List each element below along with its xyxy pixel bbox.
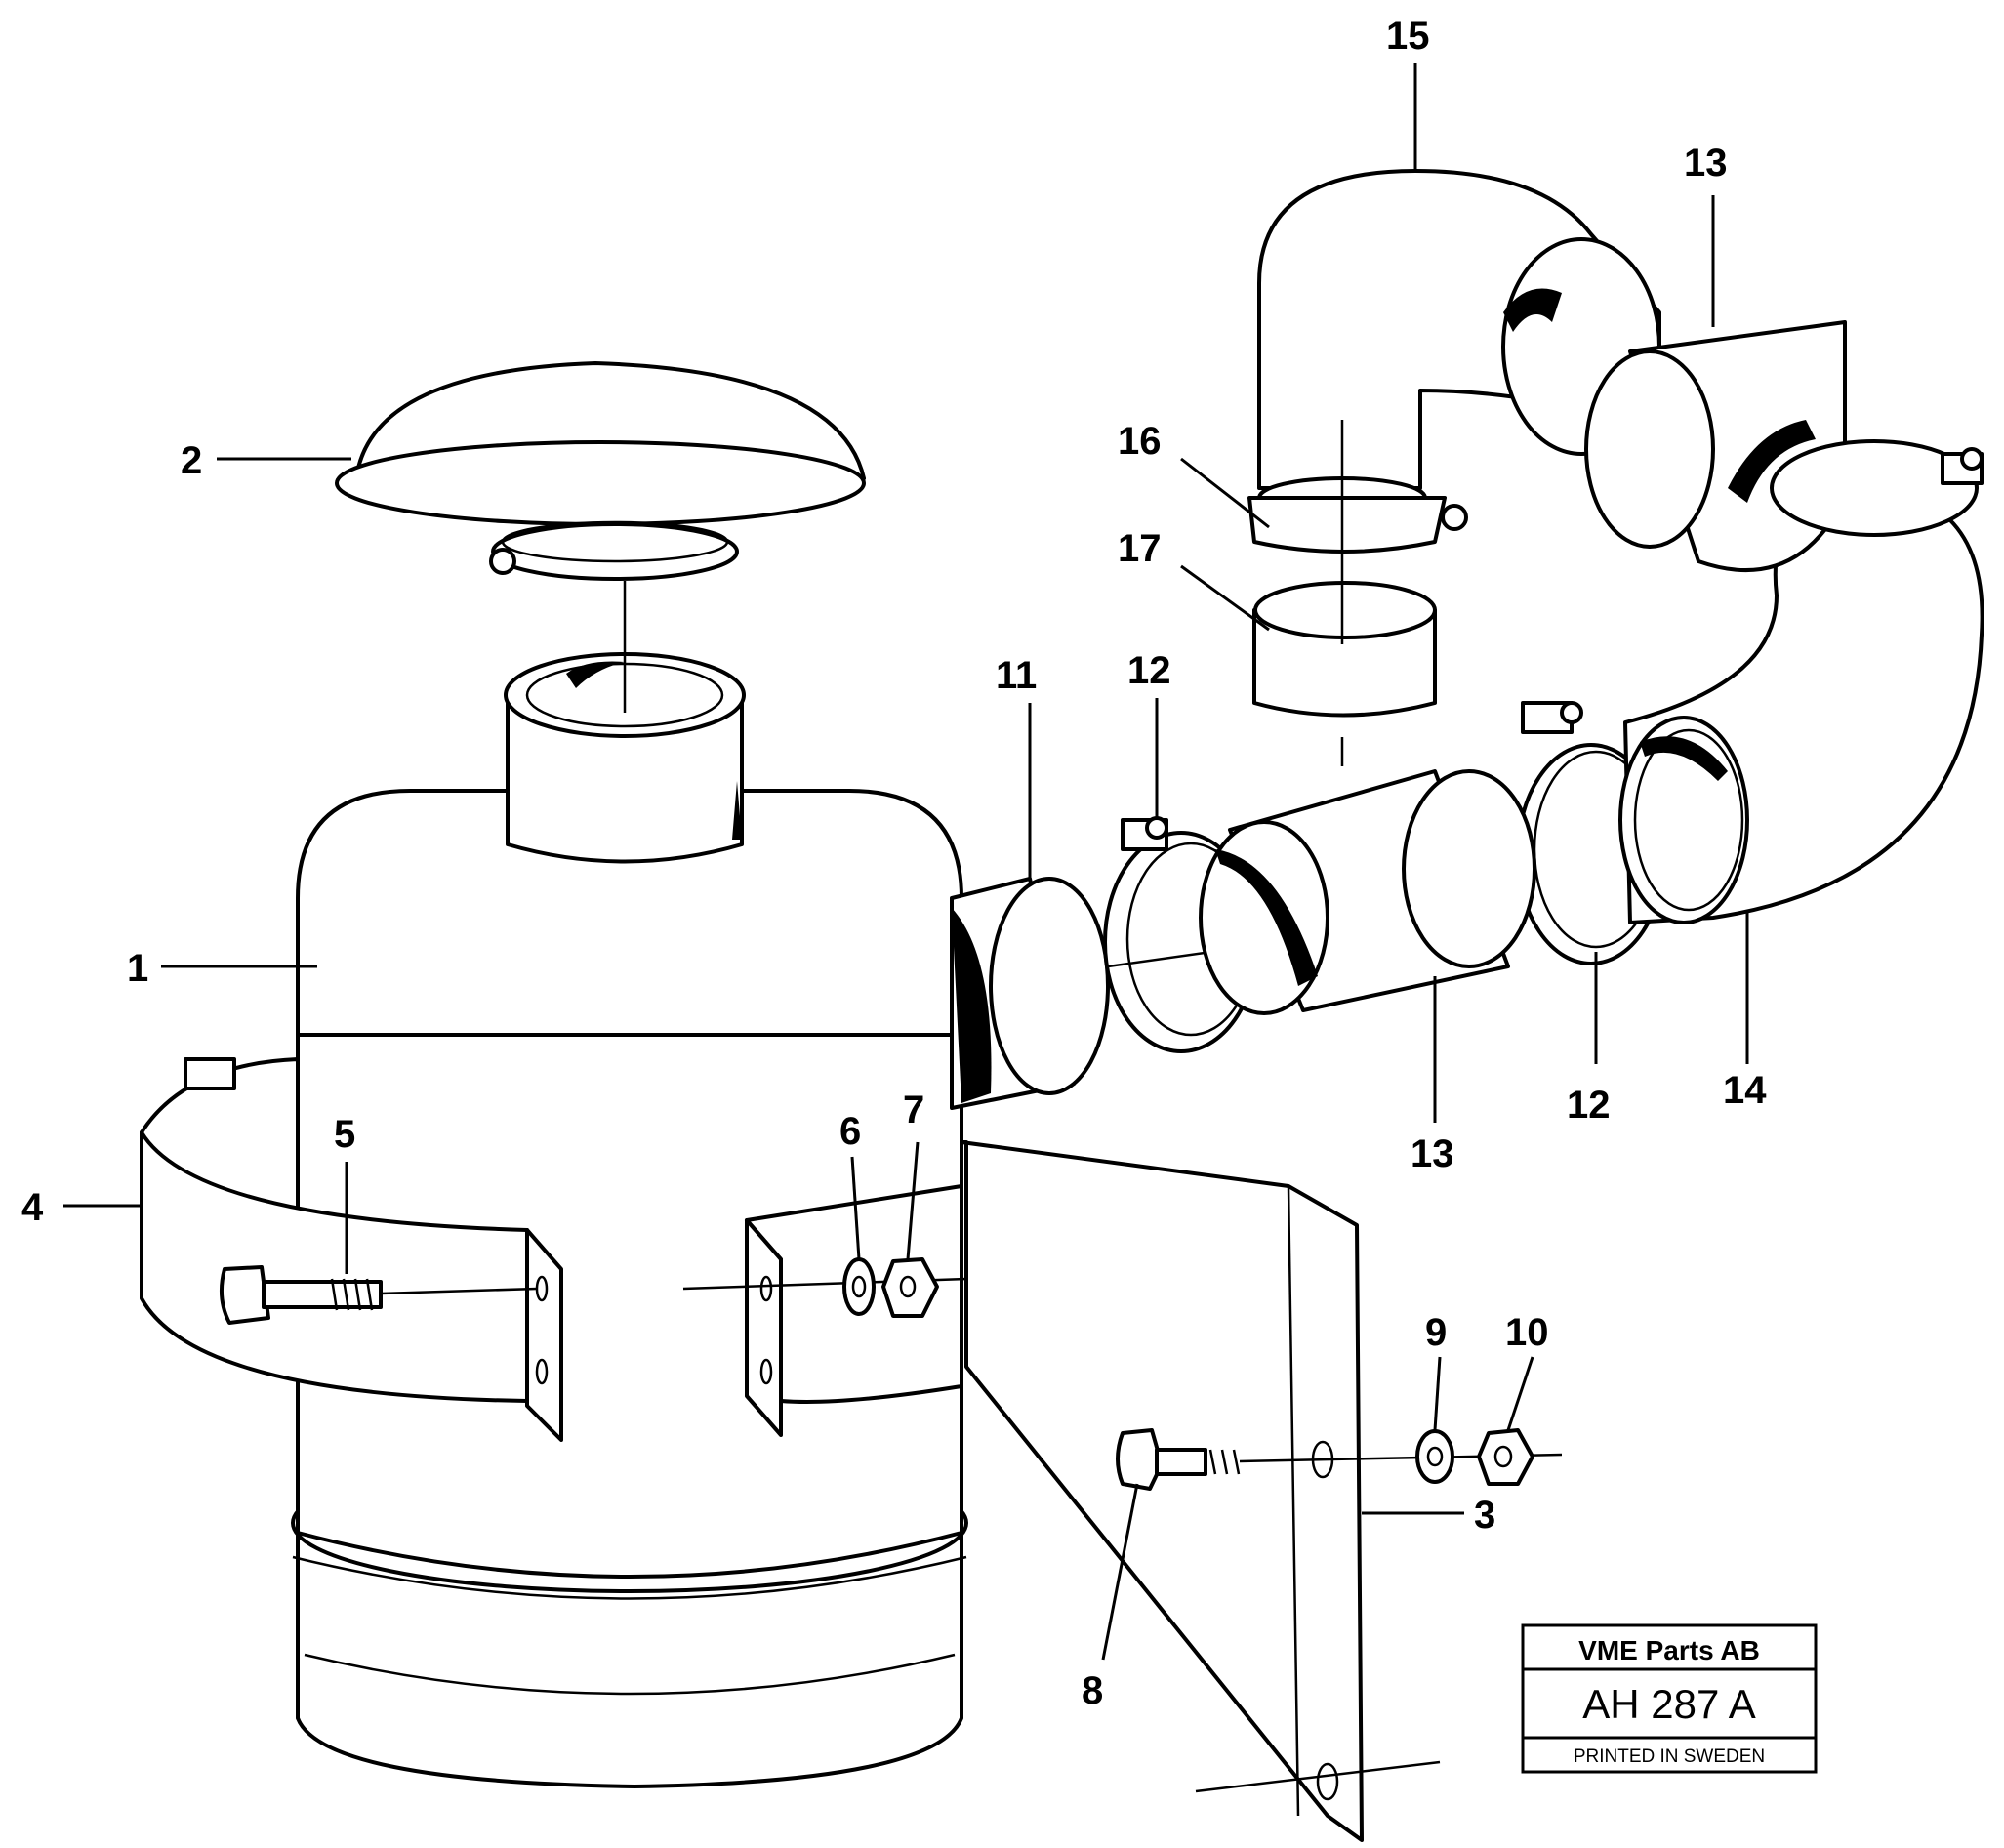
inlet-stub-pipe: [950, 877, 1110, 1110]
callout-13-lower: 13: [1411, 1132, 1454, 1175]
callout-2: 2: [181, 439, 202, 482]
callout-3: 3: [1474, 1494, 1495, 1537]
stamp-company-name: VME Parts AB: [1578, 1635, 1760, 1665]
callout-5: 5: [334, 1113, 355, 1156]
elbow-hose-lower: [1618, 485, 1984, 924]
hose-upper-straight: [1584, 320, 1984, 573]
callout-10: 10: [1505, 1311, 1549, 1354]
callout-17: 17: [1118, 527, 1162, 570]
callout-4: 4: [21, 1186, 44, 1229]
title-stamp: VME Parts AB AH 287 A PRINTED IN SWEDEN: [1521, 1623, 1818, 1774]
callout-8: 8: [1082, 1669, 1103, 1712]
callout-14: 14: [1723, 1069, 1767, 1112]
callout-16: 16: [1118, 420, 1162, 463]
hose-lower: [1199, 769, 1536, 1015]
callout-1: 1: [127, 947, 148, 990]
callout-12-upper: 12: [1127, 649, 1171, 692]
callout-15: 15: [1386, 15, 1430, 58]
leader-lines: [63, 63, 1749, 1661]
stamp-printed-in: PRINTED IN SWEDEN: [1574, 1746, 1765, 1767]
sleeve: [1252, 420, 1437, 766]
callout-12-lower: 12: [1567, 1084, 1611, 1127]
bolt-washer-nut: [219, 1257, 967, 1325]
callout-7: 7: [903, 1088, 924, 1131]
callout-6: 6: [839, 1110, 861, 1153]
callout-13-upper: 13: [1684, 142, 1728, 185]
callout-labels: 1 2 3 4 5 6 7 8 9 10 11 12 12 13 13 14 1…: [21, 15, 1767, 1712]
callout-11: 11: [996, 654, 1037, 697]
rain-cap: [335, 361, 866, 713]
mounting-bracket: [960, 1140, 1563, 1842]
stamp-drawing-code: AH 287 A: [1582, 1681, 1755, 1727]
air-filter-housing: [291, 652, 968, 1788]
callout-9: 9: [1425, 1311, 1447, 1354]
